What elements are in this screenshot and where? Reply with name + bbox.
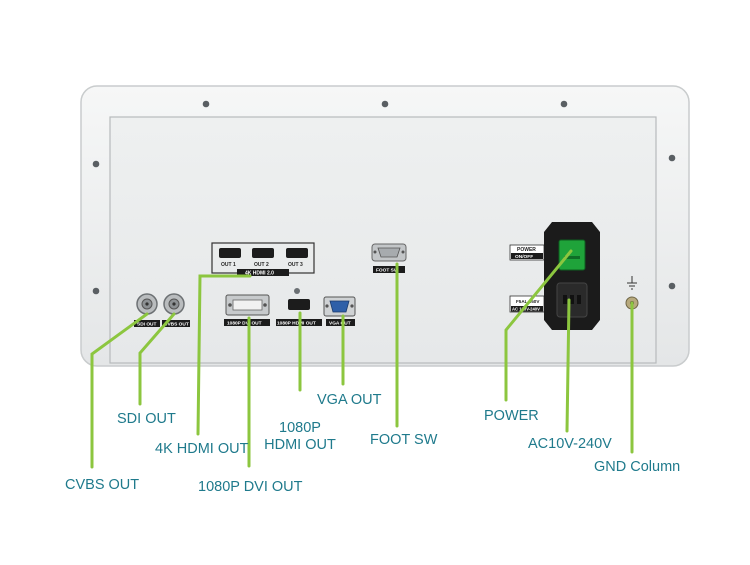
label-out1: OUT 1 — [221, 262, 236, 268]
label-dvi: 1080P DVI OUT — [227, 321, 262, 327]
callout-vga-out: VGA OUT — [317, 392, 382, 408]
dvi-port: 1080P DVI OUT — [224, 294, 270, 327]
label-vga: VGA OUT — [329, 321, 351, 327]
power-module: POWER ON/OFF F5AL 250V AC 100V-240V — [509, 222, 600, 330]
frame-screws — [92, 100, 676, 295]
label-foot: FOOT SW — [376, 268, 399, 274]
callout-cvbs-out: CVBS OUT — [65, 477, 140, 493]
hdmi-4k-port-group: OUT 1 OUT 2 OUT 3 4K HDMI 2.0 — [211, 242, 315, 277]
label-hdmi-group: 4K HDMI 2.0 — [245, 271, 274, 277]
callout-power: POWER — [484, 408, 539, 424]
callout-sdi-out: SDI OUT — [117, 411, 176, 427]
label-power-2: ON/OFF — [515, 254, 533, 260]
label-fuse-2: AC 100V-240V — [512, 306, 540, 311]
callout-1080p-hdmi-line1: 1080P — [279, 420, 321, 436]
callout-1080p-hdmi-out: 1080P HDMI OUT — [264, 420, 336, 454]
label-out3: OUT 3 — [288, 262, 303, 268]
hdmi-port-out3 — [286, 248, 308, 258]
callout-foot-sw: FOOT SW — [370, 432, 438, 448]
label-hdmi-1080: 1080P HDMI OUT — [277, 321, 316, 327]
label-cvbs: CVBS OUT — [164, 322, 189, 328]
callout-ac-input: AC10V-240V — [528, 436, 612, 452]
bnc-connectors: SDI OUT CVBS OUT — [134, 293, 190, 328]
label-out2: OUT 2 — [254, 262, 269, 268]
callout-1080p-dvi-out: 1080P DVI OUT — [198, 479, 303, 495]
callout-1080p-hdmi-line2: HDMI OUT — [264, 437, 336, 453]
callout-gnd-column: GND Column — [594, 459, 681, 475]
hdmi-port-out1 — [219, 248, 241, 258]
callout-4k-hdmi-out: 4K HDMI OUT — [155, 441, 249, 457]
label-sdi: SDI OUT — [137, 322, 157, 328]
label-power-1: POWER — [517, 247, 536, 253]
foot-switch-port: FOOT SW — [371, 243, 407, 274]
hdmi-port-out2 — [252, 248, 274, 258]
callout-lines — [90, 249, 634, 469]
vga-port: VGA OUT — [323, 296, 356, 327]
